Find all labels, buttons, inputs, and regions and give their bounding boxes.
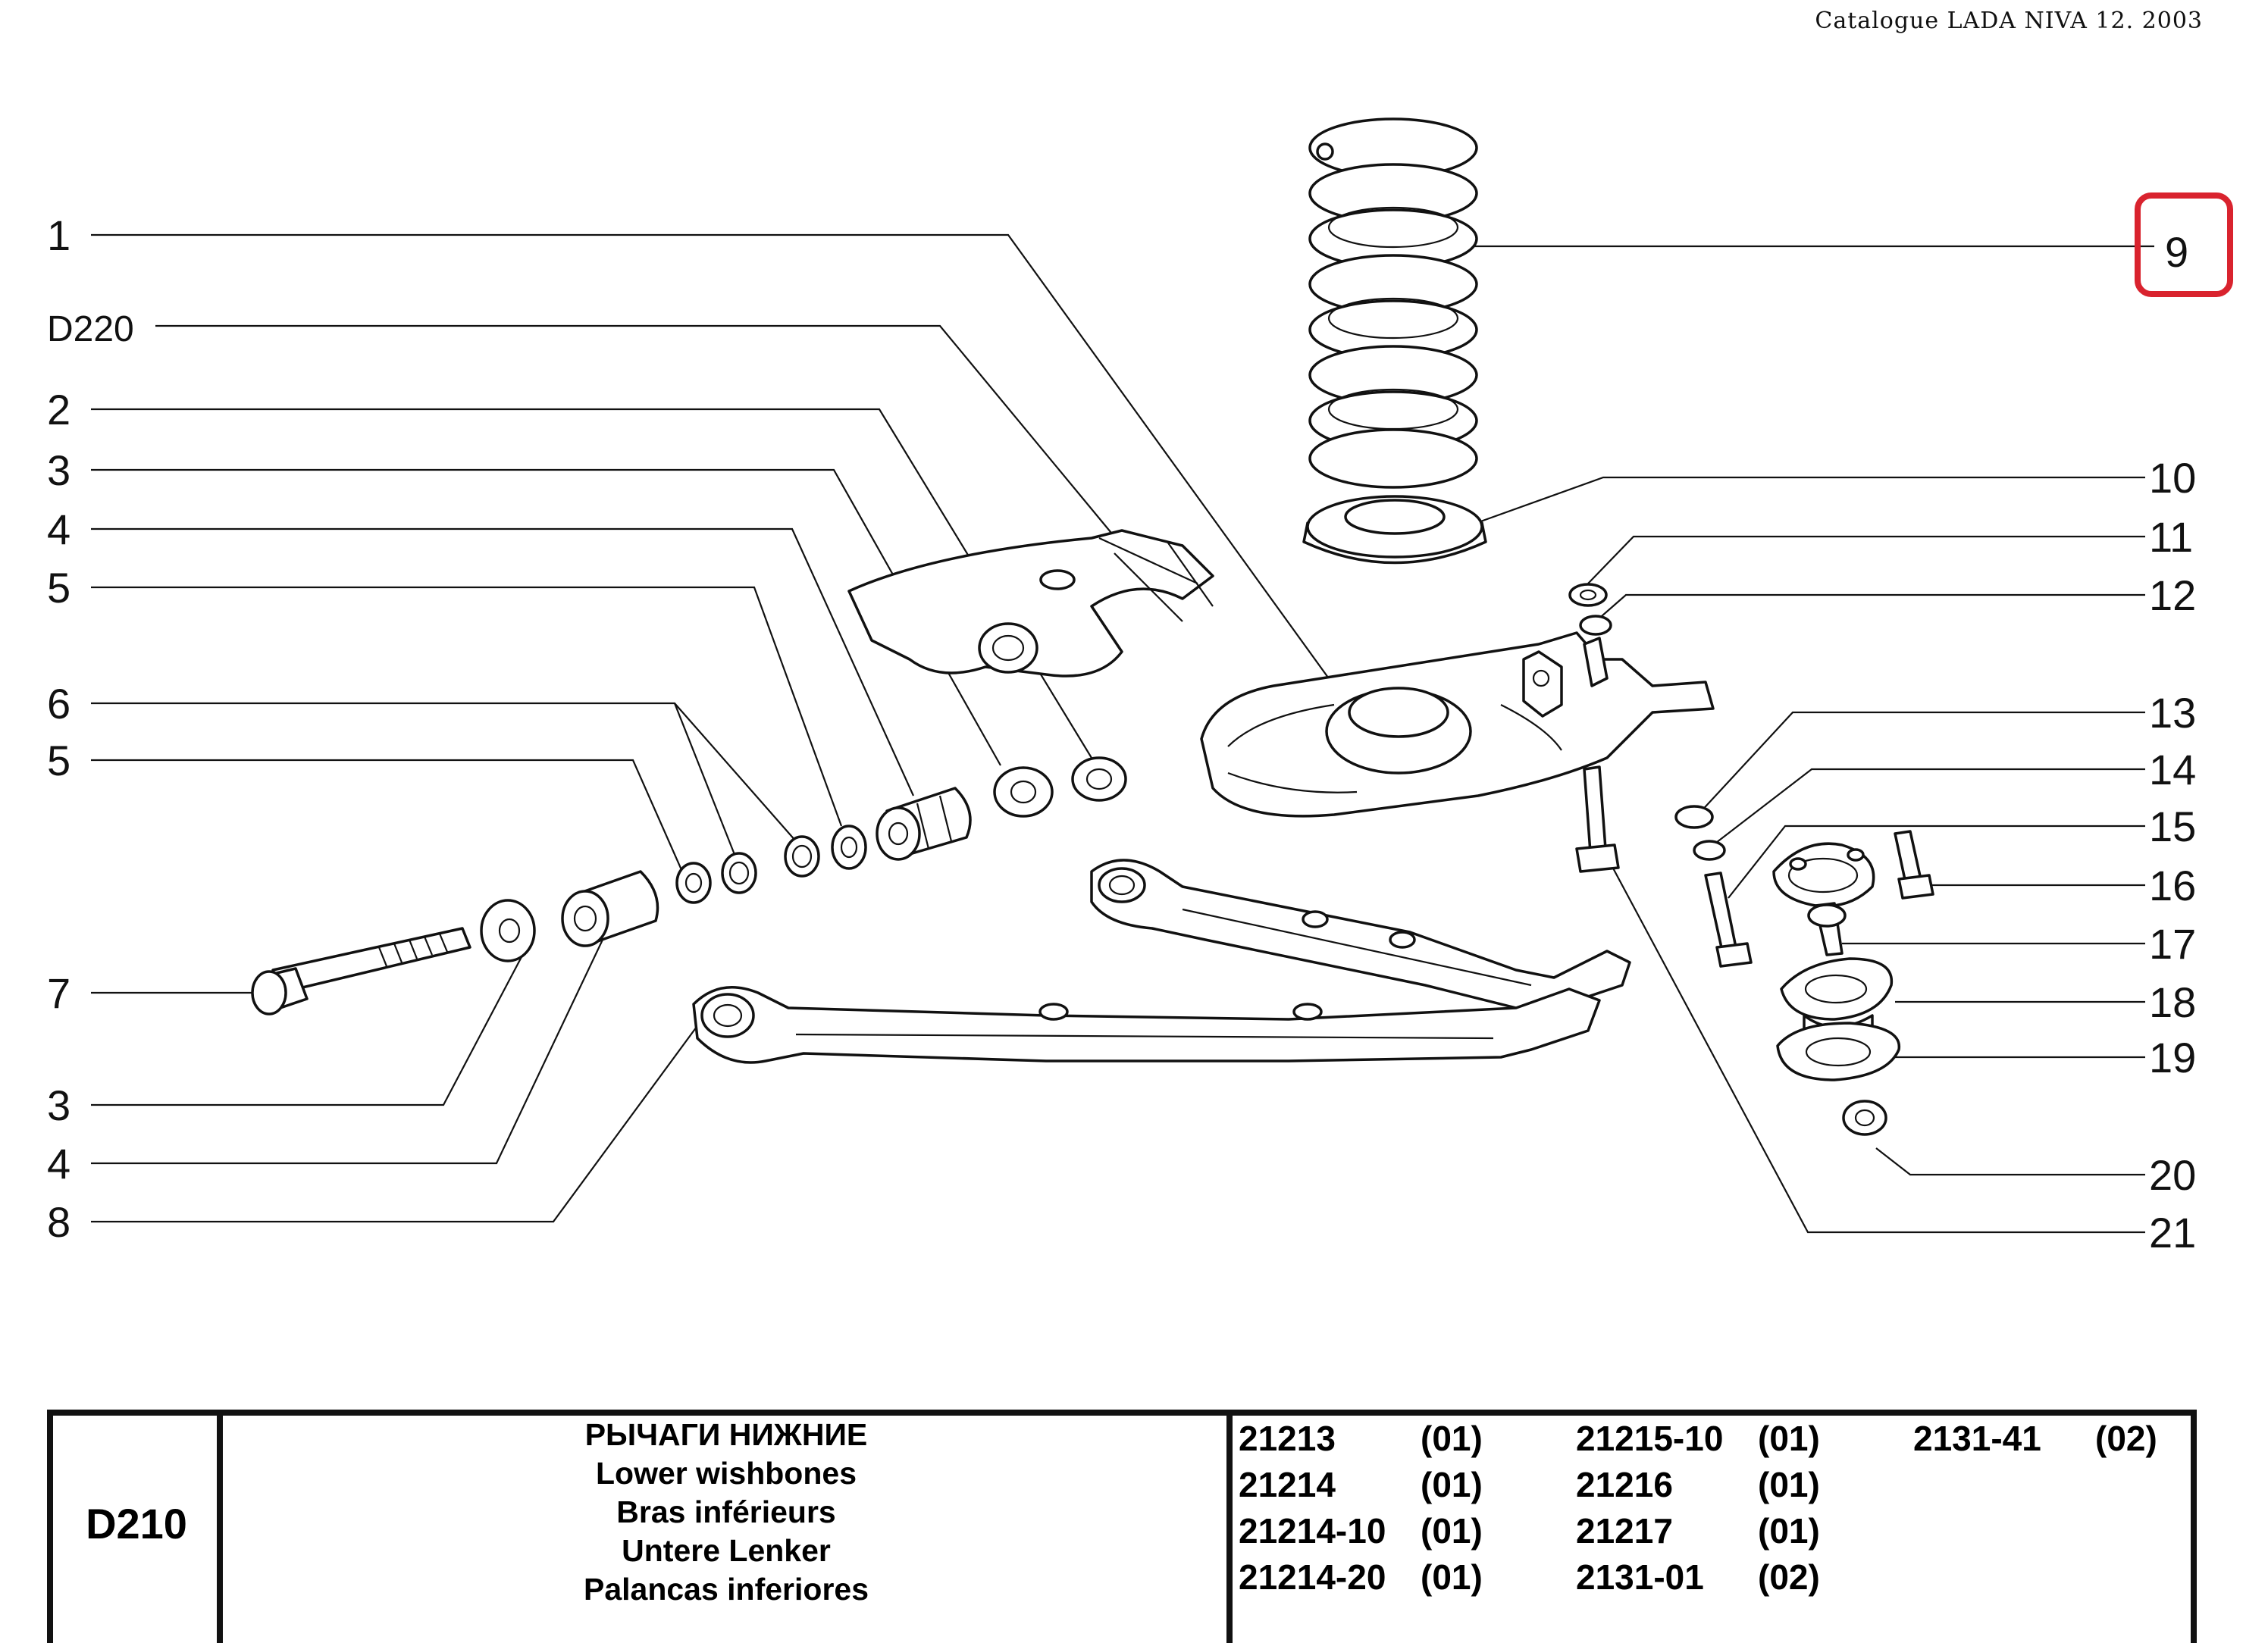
callout-21: 21 [2149,1209,2196,1257]
callout-11: 11 [2149,513,2193,561]
leader-21 [1610,863,2145,1234]
leader-lines [91,233,2154,1234]
callout-13: 13 [2149,689,2196,737]
model-code: (01) [1421,1511,1483,1551]
leader-1 [91,233,1335,687]
highlight-box [2135,192,2233,297]
title-block-divider-2 [1226,1416,1233,1643]
leader-5-top [91,586,843,827]
standalone-bolt [1575,765,1620,873]
callout-10: 10 [2149,454,2196,502]
leader-6b [673,703,737,857]
callout-5b: 5 [47,737,70,784]
model-number: 21214 [1239,1465,1336,1504]
thick-washer [480,899,536,962]
callout-14: 14 [2149,746,2196,793]
lower-arm-strut [692,986,1601,1064]
callout-4b: 4 [47,1140,70,1188]
washers-row [675,825,867,904]
model-code: (02) [1758,1557,1820,1597]
bushing-upper [876,787,972,861]
model-number: 21215-10 [1576,1419,1724,1458]
leader-13 [1697,711,2145,815]
callout-17: 17 [2149,920,2196,968]
callout-6: 6 [47,680,70,728]
section-code: D210 [86,1500,187,1548]
leader-4-top [91,527,915,796]
title-block-border-right [2191,1416,2197,1643]
model-number: 2131-01 [1576,1557,1704,1597]
ball-joint [1772,842,1875,956]
bushing-lower [561,870,659,947]
callout-5: 5 [47,564,70,612]
leader-6 [91,702,797,842]
callout-2: 2 [47,386,70,433]
callout-19: 19 [2149,1034,2196,1081]
leader-15 [1728,825,2145,899]
callout-labels-left: 1 D220 2 3 4 5 6 5 7 3 4 8 [47,211,134,1246]
callout-20: 20 [2149,1151,2196,1199]
callout-15: 15 [2149,803,2196,850]
model-number: 2131-41 [1913,1419,2041,1458]
callout-3: 3 [47,446,70,494]
callout-4: 4 [47,505,70,553]
title-block-border-left [47,1416,53,1643]
title-en: Lower wishbones [596,1456,857,1491]
title-block-divider-1 [217,1416,223,1643]
callout-18: 18 [2149,978,2196,1026]
title-es: Palancas inferiores [583,1572,869,1607]
model-number: 21213 [1239,1419,1336,1458]
coil-spring [1308,117,1478,489]
title-de: Untere Lenker [622,1533,831,1568]
model-number: 21214-10 [1239,1511,1386,1551]
leader-14 [1712,768,2145,846]
thrust-washer-nut [993,756,1127,818]
title-ru: РЫЧАГИ НИЖНИЕ [584,1417,868,1452]
leader-10 [1455,476,2145,532]
leader-d220 [155,324,1123,546]
model-code: (01) [1421,1557,1483,1597]
subframe-bracket [847,529,1214,678]
model-number: 21217 [1576,1511,1673,1551]
exploded-diagram: 1 D220 2 3 4 5 6 5 7 3 4 8 9 10 11 12 13… [47,117,2233,1257]
model-code: (01) [1421,1419,1483,1458]
model-number: 21216 [1576,1465,1673,1504]
callout-3b: 3 [47,1081,70,1129]
leader-8 [91,1015,706,1223]
callout-labels-right: 9 10 11 12 13 14 15 16 17 18 19 20 21 [2135,192,2233,1257]
spring-seat [1302,495,1487,565]
ball-joint-boot [1776,957,1900,1081]
title-fr: Bras inférieurs [616,1494,836,1529]
leader-4-bottom [91,939,603,1165]
lower-arm-plate [1200,631,1715,818]
callout-8: 8 [47,1198,70,1246]
ball-joint-bolts [1704,830,1934,968]
long-bolt [251,927,471,1016]
callout-d220: D220 [47,309,134,349]
model-number: 21214-20 [1239,1557,1386,1597]
model-code: (01) [1421,1465,1483,1504]
section-titles: РЫЧАГИ НИЖНИЕ Lower wishbones Bras infér… [226,1416,1226,1609]
small-hardware [1568,583,1887,1136]
leader-3-bottom [91,939,531,1106]
callout-1: 1 [47,211,70,259]
callout-7: 7 [47,969,70,1017]
title-block: D210 РЫЧАГИ НИЖНИЕ Lower wishbones Bras … [47,1410,2197,1643]
catalogue-header: Catalogue LADA NIVA 12. 2003 [1815,8,2203,34]
model-code: (02) [2095,1419,2157,1458]
lower-arm-link-upper [1090,859,1631,1017]
model-code: (01) [1758,1419,1820,1458]
leader-11 [1587,535,2145,584]
model-code: (01) [1758,1465,1820,1504]
callout-12: 12 [2149,571,2196,619]
model-code: (01) [1758,1511,1820,1551]
leader-12 [1595,593,2145,622]
leader-20 [1875,1147,2145,1176]
callout-16: 16 [2149,862,2196,909]
callout-9: 9 [2165,228,2188,276]
leader-5-bottom [91,759,684,872]
